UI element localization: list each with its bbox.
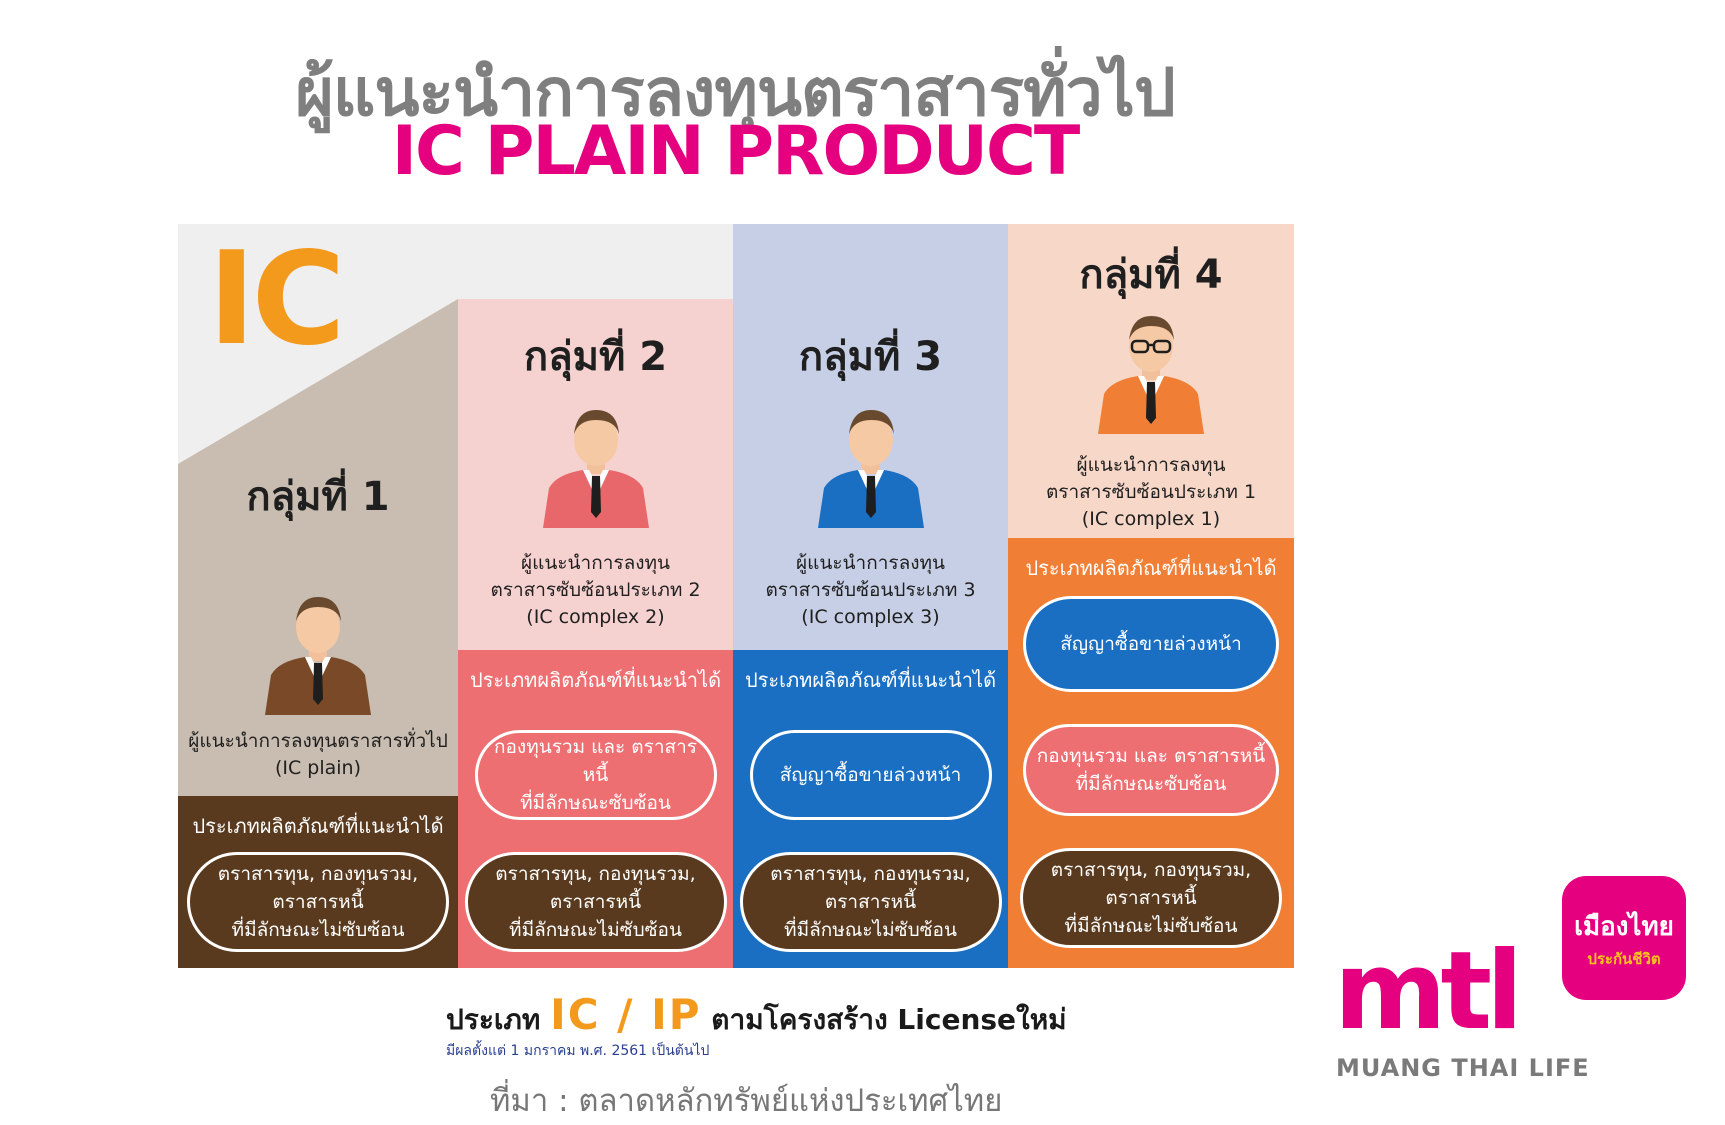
advisor-icon [817, 410, 924, 528]
group-1-products: ประเภทผลิตภัณฑ์ที่แนะนำได้ ตราสารทุน, กอ… [178, 796, 458, 968]
group-2-products: ประเภทผลิตภัณฑ์ที่แนะนำได้ กองทุนรวม และ… [458, 650, 733, 968]
group-2-description: ผู้แนะนำการลงทุน ตราสารซับซ้อนประเภท 2 (… [490, 552, 701, 628]
group-3-products: ประเภทผลิตภัณฑ์ที่แนะนำได้ สัญญาซื้อขายล… [733, 650, 1008, 968]
license-diagram: กลุ่มที่ 1 ผู้แนะนำการลงทุนตราสารทั่วไป … [178, 224, 1294, 968]
products-header: ประเภทผลิตภัณฑ์ที่แนะนำได้ [469, 668, 722, 692]
products-header: ประเภทผลิตภัณฑ์ที่แนะนำได้ [744, 668, 997, 692]
group-2-column: กลุ่มที่ 2 ผู้แนะนำการลงทุน ตราสารซับซ้อ… [458, 224, 733, 968]
group-4-products: ประเภทผลิตภัณฑ์ที่แนะนำได้ สัญญาซื้อขายล… [1008, 538, 1294, 968]
advisor-with-glasses-icon [1098, 316, 1204, 434]
diagonal-corner-shape [178, 224, 733, 464]
group-1-title: กลุ่มที่ 1 [246, 474, 390, 520]
effective-date-note: มีผลตั้งแต่ 1 มกราคม พ.ศ. 2561 เป็นต้นไป [446, 1043, 710, 1059]
source-credit: ที่มา : ตลาดหลักทรัพย์แห่งประเทศไทย [490, 1083, 1003, 1119]
group-3-description: ผู้แนะนำการลงทุน ตราสารซับซ้อนประเภท 3 (… [765, 552, 976, 628]
group-4-description: ผู้แนะนำการลงทุน ตราสารซับซ้อนประเภท 1 (… [1045, 454, 1257, 530]
group-1-description: ผู้แนะนำการลงทุนตราสารทั่วไป (IC plain) [188, 730, 448, 779]
ic-logo: IC [208, 225, 346, 374]
advisor-icon [265, 597, 371, 715]
license-footer: ประเภท IC / IP ตามโครงสร้าง Licenseใหม่ [446, 990, 1067, 1039]
brand-badge: เมืองไทย ประกันชีวิต [1562, 876, 1686, 1000]
product-pill: กองทุนรวม และ ตราสารหนี้ ที่มีลักษณะซับซ… [474, 730, 717, 820]
product-pill: ตราสารทุน, กองทุนรวม, ตราสารหนี้ ที่มีลั… [739, 852, 1002, 952]
group-4-title: กลุ่มที่ 4 [1079, 252, 1223, 298]
product-pill: สัญญาซื้อขายล่วงหน้า [749, 730, 992, 820]
page-title-thai: ผู้แนะนำการลงทุนตราสารทั่วไป [295, 54, 1176, 131]
group-3-title: กลุ่มที่ 3 [798, 334, 943, 380]
group-4-column: กลุ่มที่ 4 ผู้แนะนำการลงทุน ตราสารซับซ้อ… [1008, 224, 1294, 968]
muang-thai-life-logo: เมืองไทย ประกันชีวิต mtl MUANG THAI LIFE [1334, 876, 1686, 1096]
group-2-title: กลุ่มที่ 2 [523, 334, 668, 380]
brand-wordmark: mtl [1334, 929, 1523, 1054]
products-header: ประเภทผลิตภัณฑ์ที่แนะนำได้ [192, 814, 444, 838]
page-title-english: IC PLAIN PRODUCT [391, 112, 1081, 191]
brand-name: MUANG THAI LIFE [1336, 1054, 1590, 1082]
product-pill: ตราสารทุน, กองทุนรวม, ตราสารหนี้ ที่มีลั… [187, 852, 449, 952]
advisor-icon [542, 410, 649, 528]
product-pill: ตราสารทุน, กองทุนรวม, ตราสารหนี้ ที่มีลั… [464, 852, 727, 952]
product-pill: ตราสารทุน, กองทุนรวม, ตราสารหนี้ ที่มีลั… [1020, 848, 1282, 948]
group-3-column: กลุ่มที่ 3 ผู้แนะนำการลงทุน ตราสารซับซ้อ… [733, 224, 1008, 968]
product-pill: กองทุนรวม และ ตราสารหนี้ ที่มีลักษณะซับซ… [1023, 724, 1279, 816]
product-pill: สัญญาซื้อขายล่วงหน้า [1023, 596, 1279, 692]
ic-ip-highlight: IC / IP [550, 990, 702, 1039]
products-header: ประเภทผลิตภัณฑ์ที่แนะนำได้ [1025, 556, 1277, 580]
